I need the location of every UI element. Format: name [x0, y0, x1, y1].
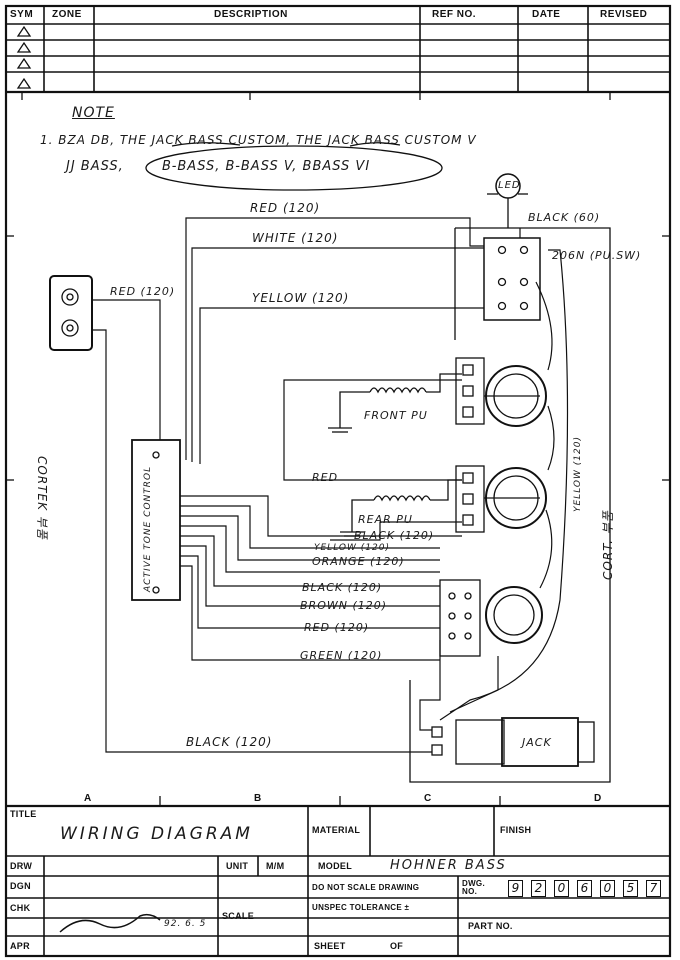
pickup-switch [483, 237, 541, 321]
unit-label: UNIT [226, 861, 249, 871]
zone-d: D [594, 793, 602, 804]
rev-header-sym: SYM [10, 9, 34, 20]
scale-label: SCALE [222, 911, 255, 921]
no-scale-label: DO NOT SCALE DRAWING [312, 883, 420, 892]
dwg-digit: 0 [600, 880, 615, 897]
note-line-2b: B-BASS, B-BASS V, BBASS VI [162, 159, 371, 174]
red-left-label: RED (120) [110, 285, 176, 298]
signature [59, 913, 161, 933]
title-value: WIRING DIAGRAM [60, 824, 253, 844]
model-label: MODEL [318, 861, 352, 871]
cortek-label: CORTEK 부품 [35, 456, 49, 540]
black-mid-label: BLACK (120) [302, 581, 383, 594]
rev-header-ref-no: REF NO. [432, 9, 477, 20]
revision-table-grid [6, 6, 670, 94]
wires [92, 217, 569, 753]
chk-label: CHK [10, 903, 31, 913]
chk-date: 92. 6. 5 [164, 919, 207, 929]
note-line-2a: JJ BASS, [66, 159, 124, 174]
zone-b: B [254, 793, 262, 804]
rear-pickup-coil [373, 495, 431, 502]
part-no-label: PART NO. [468, 921, 513, 931]
pot-volume [455, 357, 547, 427]
note-title: NOTE [72, 105, 115, 121]
dwg-digit: 9 [508, 880, 523, 897]
sheet-label: SHEET [314, 941, 346, 951]
zone-a: A [84, 793, 92, 804]
red-top-label: RED (120) [250, 201, 321, 215]
rev-header-revised: REVISED [600, 9, 648, 20]
dwg-digit: 7 [646, 880, 661, 897]
rev-header-description: DESCRIPTION [214, 9, 288, 20]
output-jack [431, 717, 595, 767]
led-label: LED [498, 180, 521, 191]
dwg-digit: 2 [531, 880, 546, 897]
black-60-label: BLACK (60) [528, 211, 601, 224]
model-value: HOHNER BASS [390, 858, 507, 873]
yellow-vertical-label: YELLOW (120) [573, 436, 583, 512]
brown-label: BROWN (120) [300, 599, 388, 612]
black-bottom-label: BLACK (120) [186, 735, 273, 749]
dwg-digit: 0 [554, 880, 569, 897]
unit-value: M/M [266, 861, 285, 871]
revision-triangles [16, 25, 32, 89]
yellow-top-label: YELLOW (120) [252, 291, 350, 305]
white-label: WHITE (120) [252, 231, 339, 245]
pot-blend [455, 465, 547, 533]
red-mid-label: RED [312, 471, 339, 484]
black-rear-label: BLACK (120) [354, 529, 435, 542]
rev-header-date: DATE [532, 9, 561, 20]
rev-header-zone: ZONE [52, 9, 82, 20]
material-label: MATERIAL [312, 825, 361, 835]
jack-label: JACK [522, 736, 552, 749]
strikethrough [171, 142, 241, 147]
drw-label: DRW [10, 861, 33, 871]
tolerance-label: UNSPEC TOLERANCE ± [312, 903, 410, 912]
active-tone-control-box [131, 439, 181, 601]
output-socket [49, 275, 93, 351]
red-low-label: RED (120) [304, 621, 370, 634]
green-label: GREEN (120) [300, 649, 383, 662]
title-block-grid [6, 804, 670, 956]
sheet-border [4, 4, 672, 958]
of-label: OF [390, 941, 404, 951]
finish-label: FINISH [500, 825, 532, 835]
switch-label: 206N (PU.SW) [552, 249, 642, 262]
dgn-label: DGN [10, 881, 31, 891]
front-pu-label: FRONT PU [364, 409, 428, 422]
yellow-mid-label: YELLOW (120) [314, 543, 390, 553]
zone-ticks [6, 92, 670, 806]
zone-c: C [424, 793, 432, 804]
apr-label: APR [10, 941, 30, 951]
note-line-1: 1. BZA DB, THE JACK BASS CUSTOM, THE JAC… [40, 133, 477, 147]
dwg-digit: 6 [577, 880, 592, 897]
rear-pu-label: REAR PU [358, 513, 413, 526]
orange-label: ORANGE (120) [312, 555, 405, 568]
cort-label: CORT. 부품 [601, 510, 615, 580]
dwg-digit: 5 [623, 880, 638, 897]
note-highlight-ellipse [145, 145, 443, 191]
dwg-no-label: DWG. NO. [462, 879, 485, 896]
active-tone-label: ACTIVE TONE CONTROL [143, 465, 153, 592]
pot-tone [439, 579, 543, 657]
front-pickup-coil [369, 387, 427, 394]
cavity-outline [409, 227, 611, 783]
title-label: TITLE [10, 809, 37, 819]
